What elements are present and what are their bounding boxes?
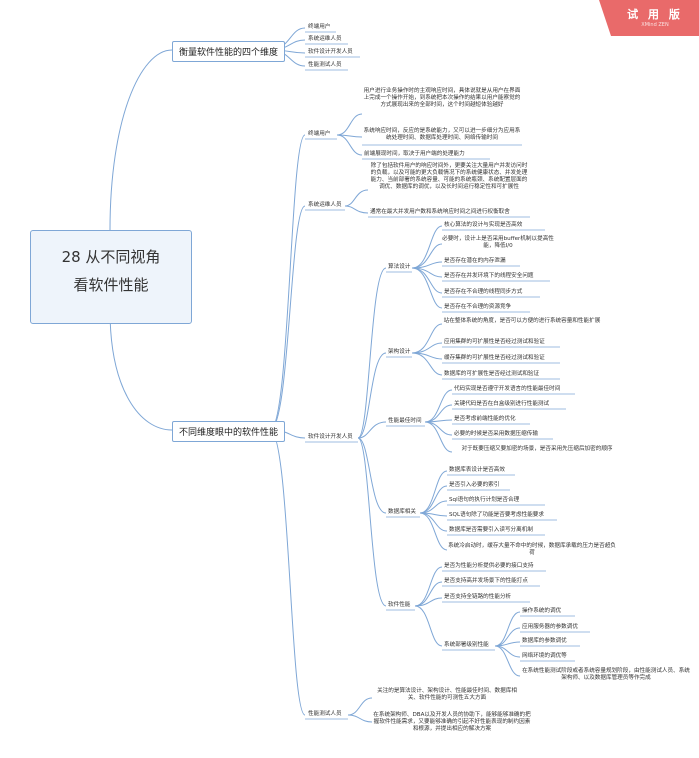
- arch-item-1: 站在整体系统的角度，是否可以方便的进行系统容量和性能扩展: [443, 318, 601, 324]
- db-item-2: 是否引入必要的索引: [449, 482, 500, 488]
- arch-item-2: 应用集群的可扩展性是否经过测试和验证: [444, 339, 545, 345]
- trial-version-badge: 试 用 版 XMind ZEN: [599, 0, 699, 36]
- dim-tester[interactable]: 性能测试人员: [308, 62, 342, 68]
- algo-label[interactable]: 算法设计: [388, 264, 411, 270]
- conf-label[interactable]: 系统部署级别性能: [444, 642, 489, 648]
- arch-label[interactable]: 架构设计: [388, 349, 411, 355]
- db-label[interactable]: 数据库相关: [388, 509, 416, 515]
- db-item-6: 系统冷启动时，缓存大量不命中的时候，数据库承载的压力是否超负荷: [448, 543, 616, 556]
- conf-item-2: 应用服务器的参数调优: [522, 624, 578, 630]
- conf-item-3: 数据库的参数调优: [522, 638, 567, 644]
- sw-label[interactable]: 软件性能: [388, 602, 411, 608]
- group-ops[interactable]: 系统运维人员: [308, 202, 342, 208]
- ops-detail-1: 除了包括软件用户的响应时间外，更要关注大量用户并发访问时的负载，以及可能的更大负…: [370, 163, 528, 190]
- algo-item-4: 是否存在并发环境下的线程安全问题: [444, 273, 534, 279]
- dim-end-user[interactable]: 终端用户: [308, 24, 331, 30]
- best-item-4: 必要的时候是否采用数据压缩传输: [454, 431, 538, 437]
- topic-four-dimensions[interactable]: 衡量软件性能的四个维度: [172, 41, 286, 62]
- ops-detail-2: 通常在最大并发用户数和系统响应时间之间进行权衡取舍: [370, 209, 510, 215]
- algo-item-6: 是否存在不合理的资源竞争: [444, 304, 512, 310]
- group-tester[interactable]: 性能测试人员: [308, 711, 342, 717]
- arch-item-3: 缓存集群的可扩展性是否经过测试和验证: [444, 355, 545, 361]
- best-item-2: 关键代码是否在白盒级别进行性能测试: [454, 401, 550, 407]
- db-item-4: SQL语句除了功能是否要考虑性能要求: [449, 512, 544, 518]
- best-label[interactable]: 性能最佳时间: [388, 418, 422, 424]
- tester-detail-1: 关注的是算法设计、架构设计、性能最佳时间、数据库相关、软件性能的可测性五大方面: [377, 688, 517, 701]
- db-item-3: Sql语句的执行计划是否合理: [449, 497, 520, 503]
- best-item-1: 代码实现是否遵守开发语言的性能最佳时间: [454, 386, 561, 392]
- root-line-2: 看软件性能: [73, 276, 149, 294]
- badge-sub: XMind ZEN: [641, 22, 669, 28]
- root-topic[interactable]: 28 从不同视角 看软件性能: [30, 230, 192, 324]
- arch-item-4: 数据库的可扩展性是否经过测试和验证: [444, 371, 540, 377]
- end-user-detail-1: 用户进行业务操作时的主观响应时间，具体说就是从用户在界面上完成一个操作开始，到系…: [363, 88, 521, 108]
- topic-different-views[interactable]: 不同维度眼中的软件性能: [172, 421, 286, 442]
- algo-item-2: 必要时，设计上是否采用buffer机制以提高性能，降低I/0: [442, 236, 554, 249]
- db-item-1: 数据库表设计是否高效: [449, 467, 505, 473]
- sw-item-2: 是否支持高并发场景下的性能打点: [444, 578, 528, 584]
- root-line-1: 28 从不同视角: [61, 248, 161, 266]
- best-item-5: 对于既要压缩又要加密的场景，是否采用先压缩后加密的顺序: [461, 446, 613, 452]
- db-item-5: 数据库是否需要引入读写分离机制: [449, 527, 533, 533]
- tester-detail-2: 在系统架构师、DBA以及开发人员的协助下，能够能够准确的把握软件性能需求，又要能…: [373, 712, 531, 732]
- dim-ops[interactable]: 系统运维人员: [308, 36, 342, 42]
- conf-item-4: 网络环境的调优等: [522, 653, 567, 659]
- algo-item-5: 是否存在不合理的线程同步方式: [444, 289, 523, 295]
- end-user-detail-2: 系统响应时间，反应的是系统能力，又可以进一步细分为应用系统处理时间、数据库处理时…: [363, 128, 521, 141]
- algo-item-3: 是否存在潜在的内存泄漏: [444, 258, 506, 264]
- badge-label: 试 用 版: [627, 8, 683, 21]
- group-end-user[interactable]: 终端用户: [308, 131, 331, 137]
- group-dev[interactable]: 软件设计开发人员: [308, 434, 353, 440]
- conf-item-1: 操作系统的调优: [522, 608, 562, 614]
- best-item-3: 是否考虑前端性能的优化: [454, 416, 516, 422]
- algo-item-1: 核心算法的设计与实现是否高效: [444, 222, 523, 228]
- conf-item-5: 在系统性能测试阶段或者系统容量规划阶段，由性能测试人员、系统架构师、以及数据库管…: [522, 668, 690, 681]
- dim-dev[interactable]: 软件设计开发人员: [308, 49, 353, 55]
- end-user-detail-3: 前端展现时间，取决于用户端的处理能力: [364, 151, 465, 157]
- sw-item-3: 是否支持全链路的性能分析: [444, 594, 512, 600]
- sw-item-1: 是否为性能分析提供必要的接口支持: [444, 563, 534, 569]
